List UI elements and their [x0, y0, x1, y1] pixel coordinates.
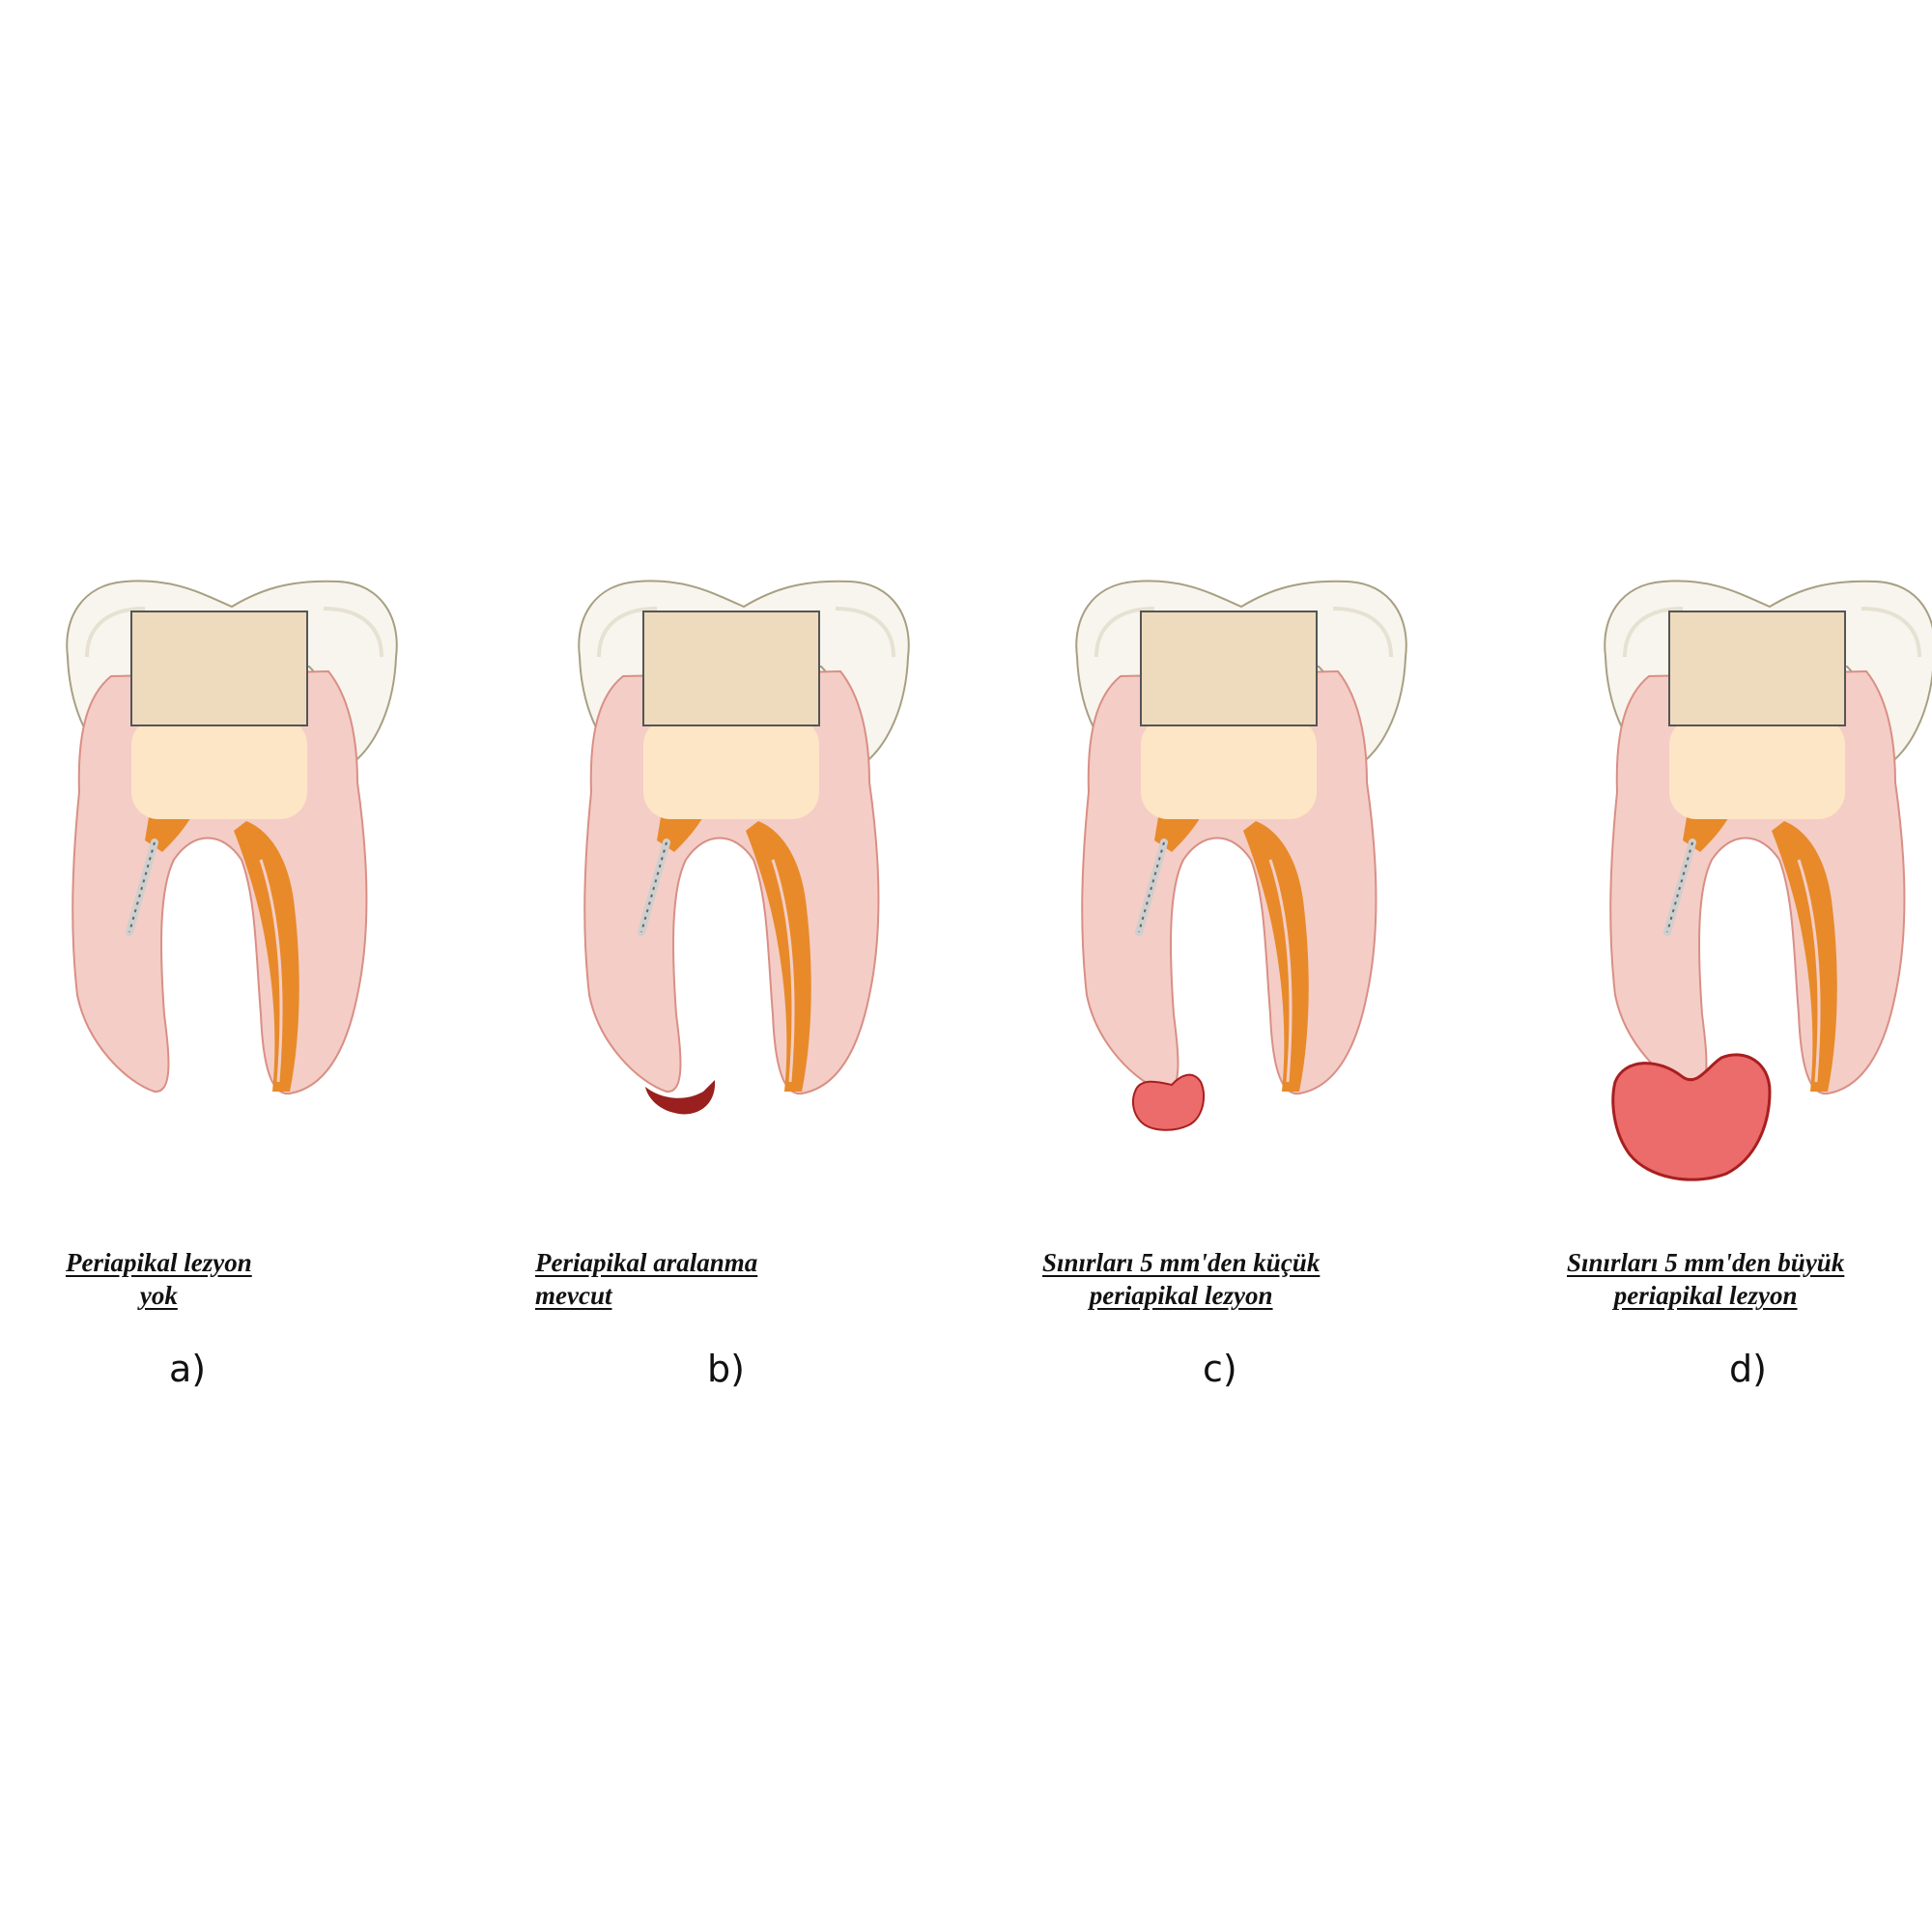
- tooth-illustration: [66, 580, 398, 1095]
- panel-letter: c): [1203, 1348, 1237, 1390]
- enamel-shading: [1094, 607, 1393, 658]
- post-thread: [1666, 841, 1693, 933]
- canal-separator: [1797, 859, 1821, 1083]
- canal-filling-distal: [1772, 821, 1837, 1092]
- base-liner: [131, 718, 307, 819]
- canal-filling-distal: [1243, 821, 1309, 1092]
- enamel-shading: [597, 607, 895, 658]
- restoration: [1140, 611, 1318, 726]
- caption-line-1: Periapikal aralanma: [535, 1248, 758, 1277]
- enamel-shading: [1623, 607, 1921, 658]
- canal-filling-distal: [234, 821, 299, 1092]
- post-thread: [1138, 841, 1165, 933]
- caption-line-1: Periapikal lezyon: [66, 1248, 252, 1277]
- panel-a: Periapikal lezyon yok a): [29, 522, 454, 1420]
- caption-line-2: yok: [139, 1281, 178, 1310]
- caption: Periapikal lezyon yok: [66, 1246, 252, 1312]
- periapical-lesion-large: [1611, 1053, 1772, 1181]
- panel-letter: a): [169, 1348, 207, 1390]
- caption: Sınırları 5 mm'den küçük periapikal lezy…: [1042, 1246, 1320, 1312]
- canal-separator: [1268, 859, 1293, 1083]
- tooth-illustration: [1075, 580, 1407, 1131]
- restoration: [130, 611, 308, 726]
- periapical-lesion-small: [1131, 1073, 1206, 1131]
- panel-letter: b): [707, 1348, 745, 1390]
- tooth-illustration: [1604, 580, 1932, 1181]
- canal-separator: [259, 859, 283, 1083]
- caption: Sınırları 5 mm'den büyük periapikal lezy…: [1567, 1246, 1844, 1312]
- caption-line-2: periapikal lezyon: [1089, 1281, 1273, 1310]
- enamel-shading: [85, 607, 384, 658]
- panel-b: Periapikal aralanma mevcut b): [535, 522, 966, 1420]
- post-thread: [640, 841, 668, 933]
- base-liner: [1669, 718, 1845, 819]
- periapical-widening: [645, 1080, 716, 1115]
- caption-line-2: mevcut: [535, 1281, 612, 1310]
- caption-line-2: periapikal lezyon: [1613, 1281, 1798, 1310]
- caption: Periapikal aralanma mevcut: [535, 1246, 757, 1312]
- panel-c: Sınırları 5 mm'den küçük periapikal lezy…: [1038, 522, 1463, 1420]
- tooth-illustration: [578, 580, 910, 1115]
- tooth: [1604, 580, 1932, 1181]
- canal-filling-distal: [746, 821, 811, 1092]
- base-liner: [1141, 718, 1317, 819]
- caption-line-1: Sınırları 5 mm'den küçük: [1042, 1248, 1321, 1277]
- base-liner: [643, 718, 819, 819]
- tooth: [66, 580, 398, 1095]
- restoration: [1668, 611, 1846, 726]
- tooth: [1075, 580, 1407, 1131]
- tooth: [578, 580, 910, 1115]
- caption-line-1: Sınırları 5 mm'den büyük: [1567, 1248, 1845, 1277]
- restoration: [642, 611, 820, 726]
- panel-letter: d): [1729, 1348, 1767, 1390]
- post-thread: [128, 841, 156, 933]
- canal-separator: [771, 859, 795, 1083]
- panel-d: Sınırları 5 mm'den büyük periapikal lezy…: [1567, 522, 1932, 1420]
